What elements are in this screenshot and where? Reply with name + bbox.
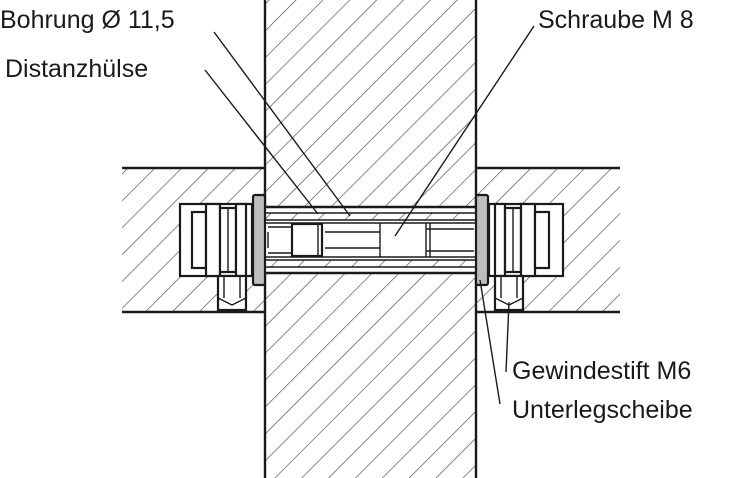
label-schraube: Schraube M 8	[538, 6, 694, 34]
left-insert	[178, 202, 254, 312]
leader-schraube	[394, 25, 535, 237]
spacer-sleeve	[265, 212, 476, 268]
right-insert	[487, 202, 565, 312]
label-bohrung: Bohrung Ø 11,5	[0, 6, 175, 34]
leader-unterlegscheibe	[479, 279, 501, 405]
screw-m8	[265, 222, 476, 258]
right-washer	[474, 193, 490, 287]
label-distanzhuelse: Distanzhülse	[5, 55, 148, 83]
leader-distanzhuelse	[204, 69, 319, 215]
left-washer	[251, 193, 267, 287]
leader-bohrung	[213, 31, 351, 217]
leader-gewindestift	[505, 301, 510, 373]
label-unterlegscheibe: Unterlegscheibe	[512, 396, 693, 424]
label-gewindestift: Gewindestift M6	[512, 357, 691, 385]
